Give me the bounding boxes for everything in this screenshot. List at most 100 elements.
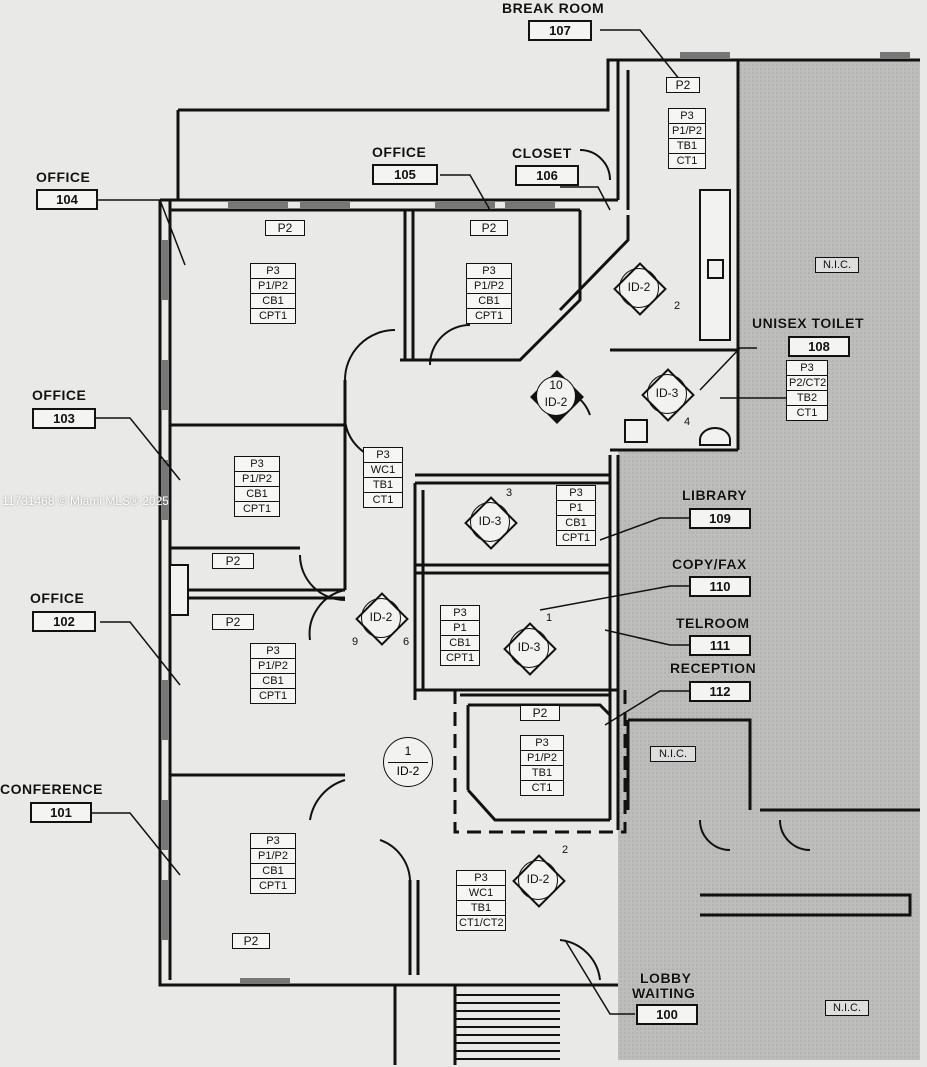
room-number-111: 111 xyxy=(689,635,751,656)
finish-paint: P1/P2 xyxy=(235,472,279,487)
finish-floor: CT1 xyxy=(531,782,553,794)
room-number-104: 104 xyxy=(36,189,98,210)
finish-schedule-corridor: P3 WC1 TB1 CT1 xyxy=(363,447,403,508)
room-number-109: 109 xyxy=(689,508,751,529)
room-number-101: 101 xyxy=(30,802,92,823)
finish-floor: CPT1 xyxy=(258,690,288,702)
finish-base: CB1 xyxy=(441,636,479,651)
finish-schedule-library: P3 P1 CB1 CPT1 xyxy=(556,485,596,546)
finish-paint: P1/P2 xyxy=(251,849,295,864)
finish-wall: P3 xyxy=(441,606,479,621)
finish-paint: P1/P2 xyxy=(521,751,563,766)
elevation-number: 2 xyxy=(562,844,569,856)
finish-base: CB1 xyxy=(557,516,595,531)
finish-floor: CT1 xyxy=(372,494,394,506)
paint-tag-p2: P2 xyxy=(212,553,254,569)
finish-wall: P3 xyxy=(457,871,505,886)
elevation-number: 2 xyxy=(674,300,681,312)
finish-schedule-office-104: P3 P1/P2 CB1 CPT1 xyxy=(250,263,296,324)
paint-tag-p2: P2 xyxy=(520,705,560,721)
finish-wall: P3 xyxy=(251,644,295,659)
finish-schedule-office-102: P3 P1/P2 CB1 CPT1 xyxy=(250,643,296,704)
finish-paint: WC1 xyxy=(457,886,505,901)
finish-wall: P3 xyxy=(787,361,827,376)
elevation-marker-copy: ID-3 xyxy=(503,622,557,676)
room-name-waiting: WAITING xyxy=(632,985,696,1001)
finish-base: TB1 xyxy=(669,139,705,154)
finish-paint: P1/P2 xyxy=(251,659,295,674)
room-number-112: 112 xyxy=(689,681,751,702)
elevation-label: ID-2 xyxy=(544,395,568,409)
finish-floor: CPT1 xyxy=(474,310,504,322)
room-name-reception: RECEPTION xyxy=(670,660,757,676)
room-name-office-102: OFFICE xyxy=(30,590,85,606)
elevation-number: 3 xyxy=(506,487,513,499)
windows xyxy=(162,52,910,984)
finish-paint: P1 xyxy=(441,621,479,636)
section-marker-reception: 1 ID-2 xyxy=(383,737,433,787)
finish-paint: P2/CT2 xyxy=(787,377,827,391)
finish-schedule-office-105: P3 P1/P2 CB1 CPT1 xyxy=(466,263,512,324)
leader-lines xyxy=(90,29,790,1015)
finish-schedule-lobby: P3 WC1 TB1 CT1/CT2 xyxy=(456,870,506,931)
paint-tag-p2: P2 xyxy=(470,220,508,236)
elevation-number: 4 xyxy=(684,416,691,428)
finish-schedule-break-room: P3 P1/P2 TB1 CT1 xyxy=(668,108,706,169)
elevation-label: ID-3 xyxy=(478,514,502,528)
room-name-library: LIBRARY xyxy=(682,487,748,503)
room-name-unisex-toilet: UNISEX TOILET xyxy=(752,315,865,331)
room-number-100: 100 xyxy=(636,1004,698,1025)
finish-floor: CT1/CT2 xyxy=(459,917,504,929)
paint-tag-p2: P2 xyxy=(265,220,305,236)
finish-floor: CPT1 xyxy=(445,652,475,664)
room-number-108: 108 xyxy=(788,336,850,357)
finish-schedule-copy-fax: P3 P1 CB1 CPT1 xyxy=(440,605,480,666)
finish-wall: P3 xyxy=(251,264,295,279)
elevation-marker-lobby: ID-2 xyxy=(512,854,566,908)
elevation-label: ID-2 xyxy=(526,872,550,886)
paint-tag-p2: P2 xyxy=(212,614,254,630)
elevation-marker-library: ID-3 xyxy=(464,496,518,550)
finish-paint: P1/P2 xyxy=(669,124,705,139)
finish-paint: P1 xyxy=(557,501,595,516)
paint-tag-p2: P2 xyxy=(232,933,270,949)
finish-schedule-unisex-toilet: P3 P2/CT2 TB2 CT1 xyxy=(786,360,828,421)
elevation-marker-break: ID-2 xyxy=(613,262,667,316)
finish-wall: P3 xyxy=(235,457,279,472)
paint-tag-p2: P2 xyxy=(666,77,700,93)
elevation-number: 9 xyxy=(352,636,359,648)
finish-wall: P3 xyxy=(557,486,595,501)
finish-base: TB1 xyxy=(457,901,505,916)
finish-base: TB1 xyxy=(521,766,563,781)
room-name-break-room: BREAK ROOM xyxy=(502,0,605,16)
nic-tag: N.I.C. xyxy=(815,257,859,273)
room-name-office-105: OFFICE xyxy=(372,144,427,160)
room-number-110: 110 xyxy=(689,576,751,597)
elevation-marker-toilet: ID-3 xyxy=(641,368,695,422)
finish-floor: CPT1 xyxy=(258,880,288,892)
finish-paint: WC1 xyxy=(364,463,402,478)
elevation-marker-corridor-top: 10 ID-2 xyxy=(530,370,584,424)
section-label: ID-2 xyxy=(396,764,420,778)
nic-tag: N.I.C. xyxy=(825,1000,869,1016)
room-name-telroom: TELROOM xyxy=(676,615,750,631)
room-name-closet: CLOSET xyxy=(512,145,572,161)
finish-paint: P1/P2 xyxy=(251,279,295,294)
room-number-105: 105 xyxy=(372,164,438,185)
elevation-label: ID-2 xyxy=(627,280,651,294)
room-name-lobby: LOBBY xyxy=(640,970,692,986)
finish-wall: P3 xyxy=(521,736,563,751)
elevation-number: 6 xyxy=(403,636,410,648)
finish-wall: P3 xyxy=(669,109,705,124)
finish-base: CB1 xyxy=(235,487,279,502)
finish-base: TB1 xyxy=(364,478,402,493)
finish-floor: CT1 xyxy=(676,155,698,167)
finish-base: CB1 xyxy=(251,674,295,689)
elevation-label: ID-3 xyxy=(655,386,679,400)
finish-schedule-reception: P3 P1/P2 TB1 CT1 xyxy=(520,735,564,796)
room-name-office-103: OFFICE xyxy=(32,387,87,403)
watermark-text: 11731468 © Miami MLS® 2025 xyxy=(2,494,169,508)
walls xyxy=(158,58,920,1065)
finish-floor: CPT1 xyxy=(258,310,288,322)
room-name-office-104: OFFICE xyxy=(36,169,91,185)
